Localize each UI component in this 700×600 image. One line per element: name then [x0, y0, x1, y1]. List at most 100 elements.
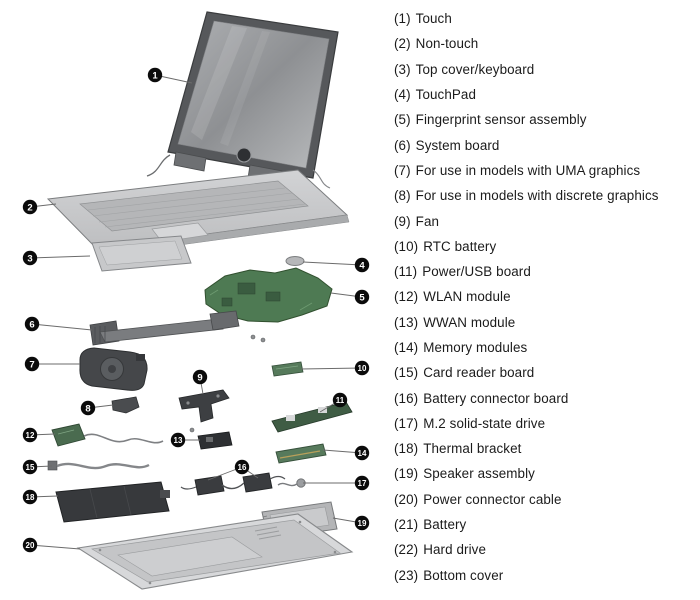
legend-item-label: TouchPad [415, 87, 477, 103]
callout-number: 14 [358, 449, 367, 458]
callout-5: 5 [354, 289, 370, 305]
callout-number: 5 [359, 292, 365, 303]
callout-number: 6 [29, 319, 34, 330]
callout-number: 13 [174, 436, 183, 445]
legend-item: (2)Non-touch [394, 31, 696, 56]
legend-item: (22)Hard drive [394, 537, 696, 562]
screws [189, 334, 266, 433]
legend-item: (19)Speaker assembly [394, 461, 696, 486]
legend-item-number: (19) [394, 466, 419, 482]
legend-item: (7)For use in models with UMA graphics [394, 158, 696, 183]
callout-number: 1 [152, 70, 158, 81]
legend-item: (17)M.2 solid-state drive [394, 411, 696, 436]
legend-item: (6)System board [394, 132, 696, 157]
cable-part-15 [47, 460, 150, 471]
legend-item-label: For use in models with discrete graphics [415, 188, 659, 204]
legend-item-number: (11) [394, 264, 418, 280]
callout-number: 17 [358, 479, 367, 488]
legend-item-label: For use in models with UMA graphics [415, 162, 641, 178]
callout-number: 8 [85, 403, 90, 414]
legend-item: (12)WLAN module [394, 284, 696, 309]
legend-item-number: (4) [394, 87, 411, 103]
legend-item-label: Fan [415, 213, 440, 229]
legend-item: (15)Card reader board [394, 360, 696, 385]
callout-18: 18 [22, 489, 38, 505]
legend-item: (13)WWAN module [394, 310, 696, 335]
legend-item-number: (12) [394, 289, 419, 305]
legend-item-label: RTC battery [423, 238, 497, 254]
legend-item: (4)TouchPad [394, 82, 696, 107]
callout-20: 20 [22, 537, 38, 553]
brand-logo [236, 147, 252, 163]
callout-7: 7 [24, 356, 40, 372]
callout-number: 12 [26, 431, 35, 440]
callout-16: 16 [234, 459, 250, 475]
legend-item-number: (22) [394, 542, 419, 558]
legend-item: (18)Thermal bracket [394, 436, 696, 461]
legend-item-label: Battery connector board [423, 390, 569, 406]
callout-number: 9 [197, 372, 202, 383]
hinge-left [173, 151, 207, 172]
bracket-part-9 [178, 389, 230, 423]
callout-3: 3 [22, 250, 38, 266]
legend-item-number: (10) [394, 238, 419, 254]
module-part-10 [271, 361, 304, 377]
callout-number: 4 [359, 260, 365, 271]
legend-item-label: Battery [423, 517, 467, 533]
callout-number: 10 [358, 364, 367, 373]
legend-item-label: Hard drive [423, 542, 486, 558]
legend-item-number: (5) [394, 112, 411, 128]
callout-number: 16 [238, 463, 247, 472]
legend-item-label: Card reader board [423, 365, 535, 381]
legend-item: (5)Fingerprint sensor assembly [394, 107, 696, 132]
legend-item: (21)Battery [394, 512, 696, 537]
callout-19: 19 [354, 515, 370, 531]
touchpad [91, 235, 192, 272]
legend-item: (11)Power/USB board [394, 259, 696, 284]
legend-item-number: (17) [394, 415, 419, 431]
legend-item-number: (21) [394, 517, 419, 533]
legend-item-number: (9) [394, 213, 411, 229]
callout-number: 11 [336, 396, 345, 405]
legend-item-label: M.2 solid-state drive [423, 415, 546, 431]
legend-item-number: (14) [394, 340, 419, 355]
power-connector-cable [277, 478, 306, 488]
legend-item-number: (7) [394, 162, 411, 178]
callout-2: 2 [22, 199, 38, 215]
legend-item-label: Touch [415, 11, 452, 27]
callout-number: 20 [26, 541, 35, 550]
legend-item-label: Fingerprint sensor assembly [415, 112, 587, 128]
display-assembly [146, 11, 339, 189]
legend-item-number: (15) [394, 365, 419, 381]
legend-item: (16)Battery connector board [394, 385, 696, 410]
callout-15: 15 [22, 459, 38, 475]
legend-item-label: WLAN module [423, 289, 511, 305]
legend-item-number: (8) [394, 188, 411, 204]
legend-item-number: (2) [394, 36, 411, 52]
callout-number: 18 [26, 493, 35, 502]
legend-item-number: (20) [394, 491, 419, 507]
speaker-assembly [180, 472, 286, 496]
legend-item: (1)Touch [394, 6, 696, 31]
callout-10: 10 [354, 360, 370, 376]
legend-item-label: Thermal bracket [423, 441, 522, 457]
callout-number: 3 [27, 253, 32, 264]
wlan-module [51, 423, 164, 447]
legend-item-label: Bottom cover [423, 567, 504, 583]
legend-item-number: (6) [394, 137, 411, 153]
legend-list: (1)Touch(2)Non-touch(3)Top cover/keyboar… [394, 6, 696, 588]
callout-1: 1 [147, 67, 163, 83]
legend-item: (3)Top cover/keyboard [394, 57, 696, 82]
callout-6: 6 [24, 316, 40, 332]
legend-item: (8)For use in models with discrete graph… [394, 183, 696, 208]
legend-item-number: (18) [394, 441, 419, 457]
fan [79, 347, 148, 391]
legend-item: (23)Bottom cover [394, 563, 696, 588]
memory-module [275, 443, 327, 464]
callout-8: 8 [80, 400, 96, 416]
legend-item-number: (3) [394, 61, 411, 77]
